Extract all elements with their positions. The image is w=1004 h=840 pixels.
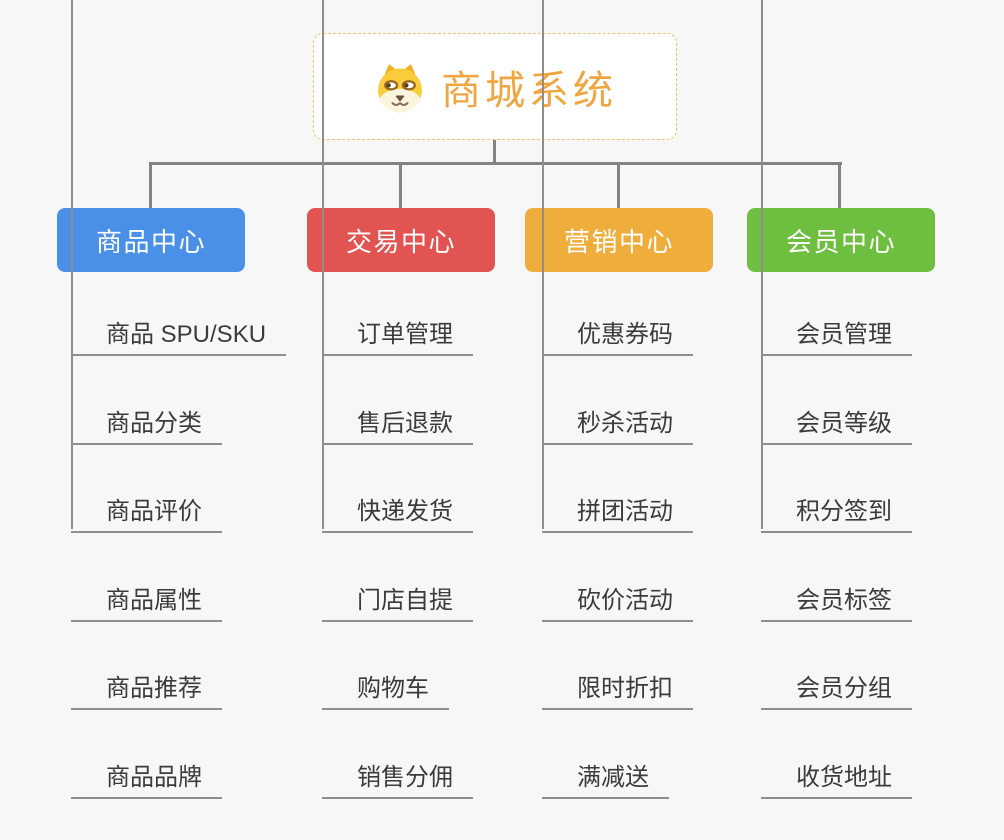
leaf-stack-product: 商品 SPU/SKU 商品分类 商品评价 商品属性 商品推荐 商品品牌 [71,272,287,799]
leaf-item[interactable]: 门店自提 [322,533,473,622]
leaf-item[interactable]: 销售分佣 [322,710,473,799]
connector-spine-marketing [542,0,544,529]
leaf-item[interactable]: 会员分组 [761,622,912,711]
root-title: 商城系统 [441,68,617,113]
leaf-label: 满减送 [577,763,649,791]
leaf-item[interactable]: 会员标签 [761,533,912,622]
leaf-item[interactable]: 砍价活动 [542,533,693,622]
root-node-mall-system[interactable]: 商城系统 [313,33,677,140]
leaf-item[interactable]: 商品推荐 [71,622,222,711]
branch-node-trade-center[interactable]: 交易中心 [307,208,495,272]
leaf-label: 售后退款 [357,409,453,437]
leaf-label: 商品属性 [106,586,202,614]
leaf-item[interactable]: 商品品牌 [71,710,222,799]
leaf-item[interactable]: 商品评价 [71,445,222,534]
leaf-label: 商品品牌 [106,763,202,791]
leaf-item[interactable]: 售后退款 [322,356,473,445]
leaf-item[interactable]: 秒杀活动 [542,356,693,445]
leaf-label: 限时折扣 [577,675,673,703]
branch-node-member-center[interactable]: 会员中心 [747,208,935,272]
leaf-item[interactable]: 限时折扣 [542,622,693,711]
leaf-label: 会员分组 [796,675,892,703]
leaf-stack-member: 会员管理 会员等级 积分签到 会员标签 会员分组 收货地址 [761,272,912,799]
leaf-label: 快递发货 [357,498,453,526]
leaf-label: 订单管理 [357,321,453,348]
leaf-label: 会员标签 [796,586,892,614]
branch-node-marketing-center[interactable]: 营销中心 [525,208,713,272]
branch-label: 商品中心 [95,226,206,257]
connector-drop-marketing [617,162,620,208]
branch-label: 交易中心 [345,226,456,257]
connector-spine-member [761,0,763,529]
connector-root-stem [493,140,496,165]
leaf-label: 秒杀活动 [577,409,673,437]
leaf-item[interactable]: 会员管理 [761,272,912,356]
leaf-item[interactable]: 满减送 [542,710,669,799]
leaf-label: 商品 SPU/SKU [106,321,267,348]
leaf-label: 优惠券码 [577,321,673,348]
connector-spine-product [71,0,73,529]
leaf-label: 商品评价 [106,498,202,526]
leaf-item[interactable]: 拼团活动 [542,445,693,534]
leaf-label: 会员管理 [796,321,892,348]
leaf-label: 积分签到 [796,498,892,526]
leaf-item[interactable]: 快递发货 [322,445,473,534]
branch-node-product-center[interactable]: 商品中心 [57,208,245,272]
leaf-label: 收货地址 [796,763,892,791]
leaf-item[interactable]: 会员等级 [761,356,912,445]
leaf-label: 门店自提 [357,586,453,614]
leaf-label: 购物车 [357,675,429,703]
branch-label: 会员中心 [785,226,896,257]
connector-drop-member [838,162,841,208]
leaf-item[interactable]: 优惠券码 [542,272,693,356]
leaf-label: 销售分佣 [357,763,453,791]
connector-spine-trade [322,0,324,529]
shiba-dog-icon [378,63,422,112]
leaf-label: 拼团活动 [577,498,673,526]
leaf-label: 砍价活动 [577,586,673,614]
leaf-item[interactable]: 商品 SPU/SKU [71,272,287,356]
leaf-label: 商品推荐 [106,675,202,703]
leaf-stack-trade: 订单管理 售后退款 快递发货 门店自提 购物车 销售分佣 [322,272,473,799]
branch-label: 营销中心 [563,226,674,257]
leaf-label: 会员等级 [796,409,892,437]
leaf-item[interactable]: 购物车 [322,622,449,711]
connector-drop-product [149,162,152,208]
leaf-item[interactable]: 商品分类 [71,356,222,445]
connector-bus [149,162,842,165]
leaf-stack-marketing: 优惠券码 秒杀活动 拼团活动 砍价活动 限时折扣 满减送 [542,272,693,799]
leaf-item[interactable]: 商品属性 [71,533,222,622]
leaf-label: 商品分类 [106,409,202,437]
connector-drop-trade [399,162,402,208]
leaf-item[interactable]: 收货地址 [761,710,912,799]
leaf-item[interactable]: 积分签到 [761,445,912,534]
leaf-item[interactable]: 订单管理 [322,272,473,356]
